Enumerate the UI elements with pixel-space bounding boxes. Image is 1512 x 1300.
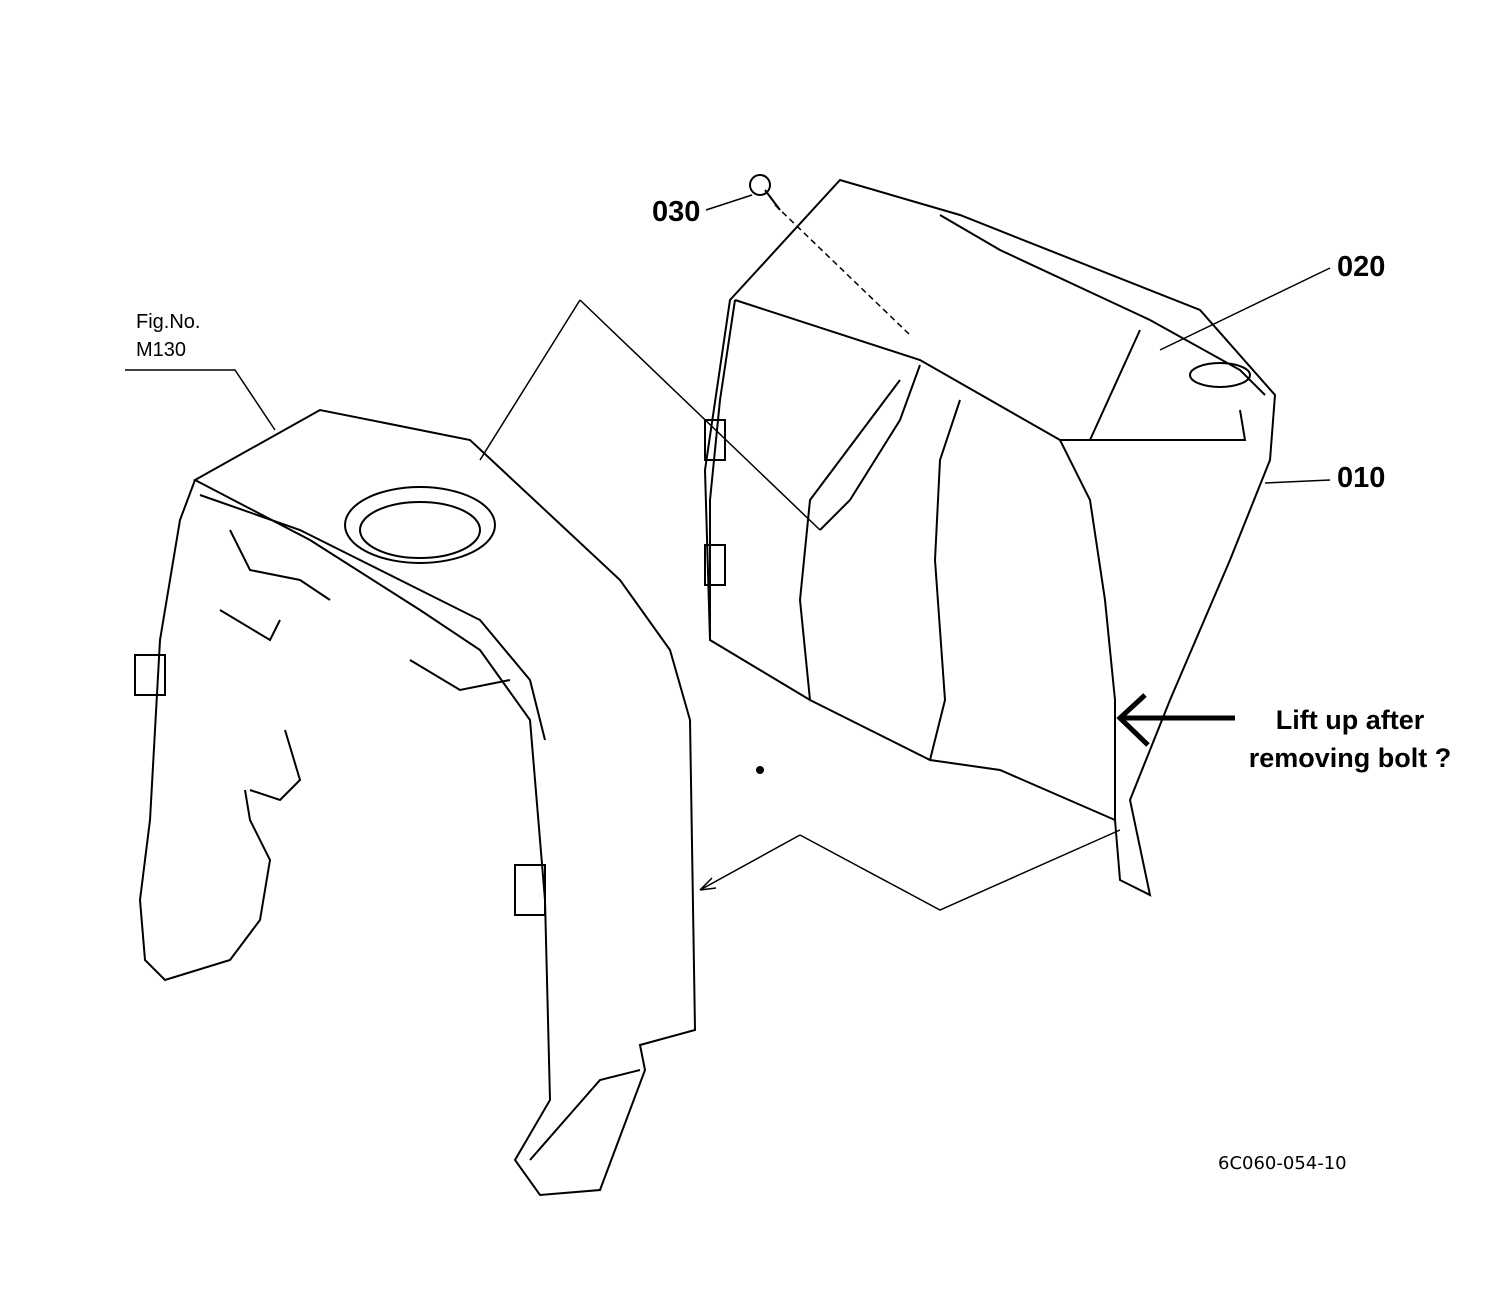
- drawing-code: 6C060-054-10: [1218, 1153, 1347, 1174]
- callout-020: 020: [1337, 251, 1386, 283]
- callout-030: 030: [652, 196, 701, 228]
- annotation-arrow-icon: [1116, 693, 1235, 747]
- annotation-note: Lift up after removing bolt ?: [1225, 701, 1475, 777]
- fig-number: M130: [136, 339, 187, 361]
- dot-marker: [756, 766, 764, 774]
- annotation-line-2: removing bolt ?: [1248, 743, 1452, 773]
- rear-cover-part: [703, 178, 1277, 897]
- callout-010: 010: [1337, 462, 1386, 494]
- figure-number: Fig.No. M130: [136, 308, 200, 364]
- front-cover-part: [134, 408, 697, 1197]
- annotation-line-1: Lift up after: [1275, 705, 1425, 735]
- leader-lines: [125, 194, 1331, 911]
- fig-label: Fig.No.: [136, 311, 201, 333]
